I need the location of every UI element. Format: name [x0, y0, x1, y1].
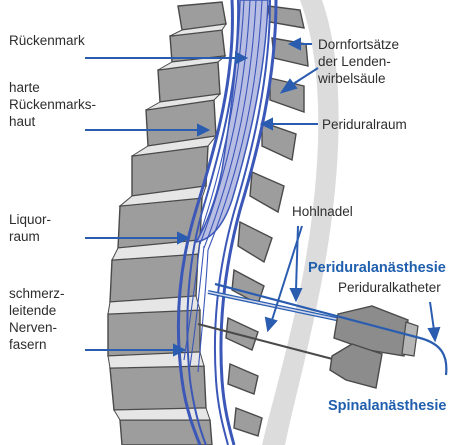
label-periduralkatheter: Periduralkatheter — [338, 279, 441, 296]
label-nervenfasern: schmerz- leitende Nerven- fasern — [9, 285, 65, 353]
label-periduralraum: Periduralraum — [322, 116, 407, 133]
label-spinalanaesthesie: Spinalanästhesie — [328, 398, 446, 415]
label-harte-rueckenmarkshaut: harte Rückenmarks- haut — [9, 79, 96, 130]
label-periduralanaesthesie: Periduralanästhesie — [308, 260, 446, 277]
label-rueckenmark: Rückenmark — [9, 32, 85, 49]
label-dornfortsaetze: Dornfortsätze der Lenden- wirbelsäule — [318, 36, 399, 87]
label-hohlnadel: Hohlnadel — [292, 203, 353, 220]
label-liquorraum: Liquor- raum — [9, 211, 51, 245]
